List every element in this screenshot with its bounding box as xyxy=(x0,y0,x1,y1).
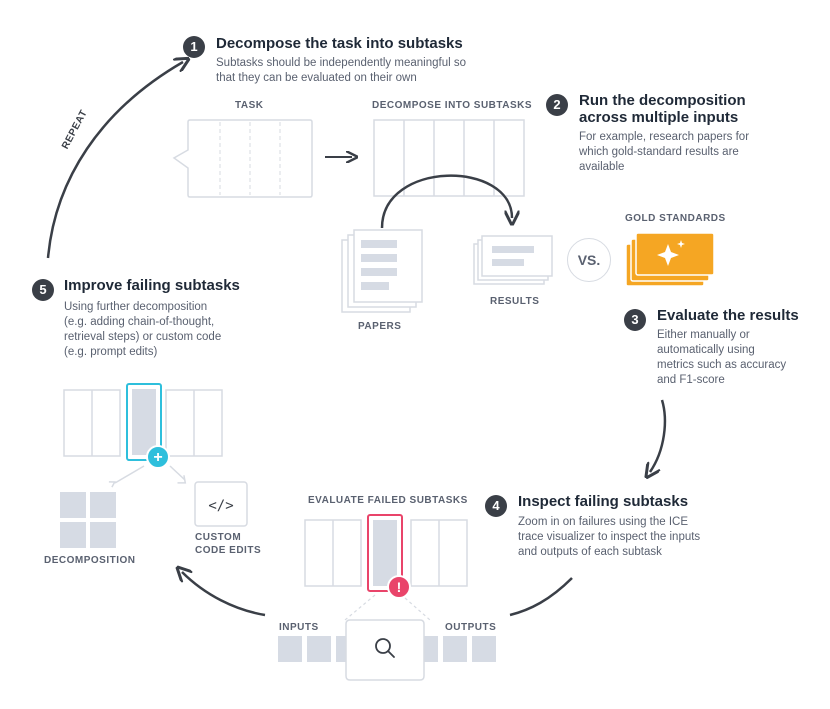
step-1-title: Decompose the task into subtasks xyxy=(216,35,463,52)
svg-text:+: + xyxy=(153,449,162,466)
step-5-desc-line-4: (e.g. prompt edits) xyxy=(64,346,158,358)
step-1-desc-line-2: that they can be evaluated on their own xyxy=(216,72,417,84)
code-icon: </> xyxy=(208,498,233,514)
step-5-desc-line-3: retrieval steps) or custom code xyxy=(64,331,222,343)
step-5-number: 5 xyxy=(32,279,54,301)
step-2-desc-line-1: For example, research papers for xyxy=(579,131,750,143)
label-inputs: INPUTS xyxy=(279,622,319,633)
subtasks-grid xyxy=(373,119,525,197)
step-3-desc-line-2: automatically using xyxy=(657,344,755,356)
evaluate-to-inspect-arrow xyxy=(650,399,667,472)
code-edit-box xyxy=(194,481,248,527)
label-gold-standards: GOLD STANDARDS xyxy=(625,213,726,224)
sparkle-icon xyxy=(657,244,679,266)
vs-badge: VS. xyxy=(567,238,611,282)
gold-standards-stack xyxy=(625,232,715,287)
magnifier-icon xyxy=(375,638,395,658)
failed-subtasks-grid: ! xyxy=(304,514,468,621)
step-4-title: Inspect failing subtasks xyxy=(518,493,689,510)
task-box xyxy=(172,119,313,198)
papers-to-results-arc xyxy=(380,174,512,229)
inspect-to-outputs-arrow xyxy=(509,577,573,617)
improve-grid: + xyxy=(63,383,223,488)
step-2-title-line-1: Run the decomposition xyxy=(579,92,746,109)
step-1-desc-line-1: Subtasks should be independently meaning… xyxy=(216,57,466,69)
outputs-squares xyxy=(414,636,496,662)
label-custom: CUSTOM xyxy=(195,532,242,543)
step-3-desc-line-4: and F1-score xyxy=(657,374,725,386)
step-2-desc-line-3: available xyxy=(579,161,625,173)
plus-icon xyxy=(146,445,170,469)
inputs-to-improve-arrow xyxy=(182,572,266,617)
label-evaluate-failed: EVALUATE FAILED SUBTASKS xyxy=(308,495,468,506)
label-results: RESULTS xyxy=(490,296,540,307)
label-outputs: OUTPUTS xyxy=(445,622,497,633)
decomposition-squares xyxy=(60,492,116,548)
step-4-desc-line-2: trace visualizer to inspect the inputs xyxy=(518,531,701,543)
label-task: TASK xyxy=(235,100,264,111)
label-decompose: DECOMPOSE INTO SUBTASKS xyxy=(372,100,533,111)
step-5-desc-line-2: (e.g. adding chain-of-thought, xyxy=(64,316,215,328)
step-3-number: 3 xyxy=(624,309,646,331)
step-3-title: Evaluate the results xyxy=(657,307,799,324)
step-2-title-line-2: across multiple inputs xyxy=(579,109,739,126)
step-3-desc-line-3: metrics such as accuracy xyxy=(657,359,787,371)
step-5-title: Improve failing subtasks xyxy=(64,277,240,294)
step-1-number: 1 xyxy=(183,36,205,58)
label-decomposition: DECOMPOSITION xyxy=(44,555,136,566)
repeat-arrow xyxy=(46,62,183,259)
label-papers: PAPERS xyxy=(358,321,402,332)
step-3-desc-line-1: Either manually or xyxy=(657,329,750,341)
step-4-desc-line-1: Zoom in on failures using the ICE xyxy=(518,516,689,528)
step-2-number: 2 xyxy=(546,94,568,116)
trace-visualizer-box xyxy=(345,619,425,681)
svg-text:!: ! xyxy=(397,579,402,595)
label-code-edits: CODE EDITS xyxy=(195,545,262,556)
step-5-desc-line-1: Using further decomposition xyxy=(64,301,208,313)
step-4-number: 4 xyxy=(485,495,507,517)
papers-stack xyxy=(341,229,423,313)
alert-icon xyxy=(387,575,411,599)
step-4-desc-line-3: and outputs of each subtask xyxy=(518,546,662,558)
step-2-desc-line-2: which gold-standard results are xyxy=(579,146,739,158)
results-stack xyxy=(473,235,553,285)
